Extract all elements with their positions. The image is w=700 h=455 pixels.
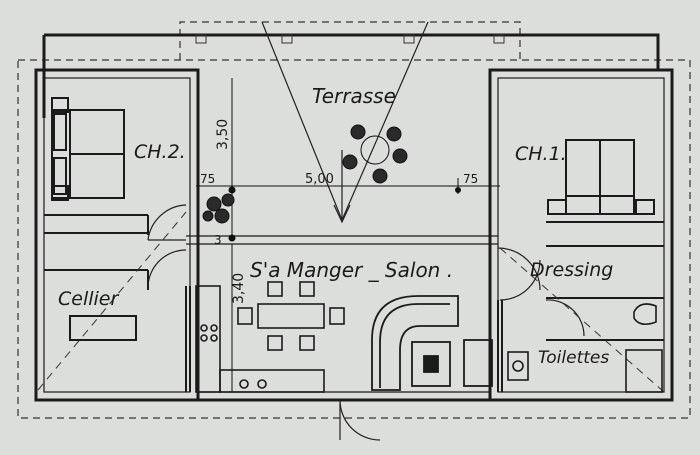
plant-corner xyxy=(202,193,235,224)
dining-set xyxy=(237,281,345,351)
curved-sofa xyxy=(371,295,493,391)
bed-ch2 xyxy=(51,97,125,201)
interior-partitions xyxy=(44,214,664,392)
label-terrasse: Terrasse xyxy=(312,84,396,108)
plant-terrace xyxy=(342,124,408,184)
dimension-node xyxy=(228,186,236,194)
roof-outline xyxy=(17,21,691,419)
label-ch2: CH.2. xyxy=(134,141,186,163)
bed-ch1 xyxy=(547,139,655,215)
dim-terrace-width: 5,00 xyxy=(305,172,334,187)
dimension-node xyxy=(228,234,236,242)
dim-terrace-depth: 3,50 xyxy=(215,119,231,150)
dim-living-depth: 3,40 xyxy=(231,273,247,304)
dimension-lines xyxy=(196,78,500,392)
dimension-node xyxy=(455,187,461,193)
door-swings xyxy=(147,204,585,441)
bathroom-fixtures xyxy=(507,303,663,393)
label-toilettes: Toilettes xyxy=(538,348,609,368)
label-sam-salon: S'a Manger _ Salon . xyxy=(250,258,453,282)
cellier-table xyxy=(69,315,137,341)
label-ch1: CH.1. xyxy=(515,143,567,165)
dim-left-marker: 3 xyxy=(214,233,222,247)
dim-left-offset: 75 xyxy=(200,172,215,186)
exterior-walls-inner xyxy=(43,77,665,393)
terrace-triangle xyxy=(261,21,429,224)
label-dressing: Dressing xyxy=(530,259,613,281)
terrace-columns xyxy=(195,34,505,44)
kitchen-counter xyxy=(195,285,325,393)
label-cellier: Cellier xyxy=(58,288,119,310)
dim-right-offset: 75 xyxy=(463,172,478,186)
diagonal-dash-lines xyxy=(37,211,665,393)
